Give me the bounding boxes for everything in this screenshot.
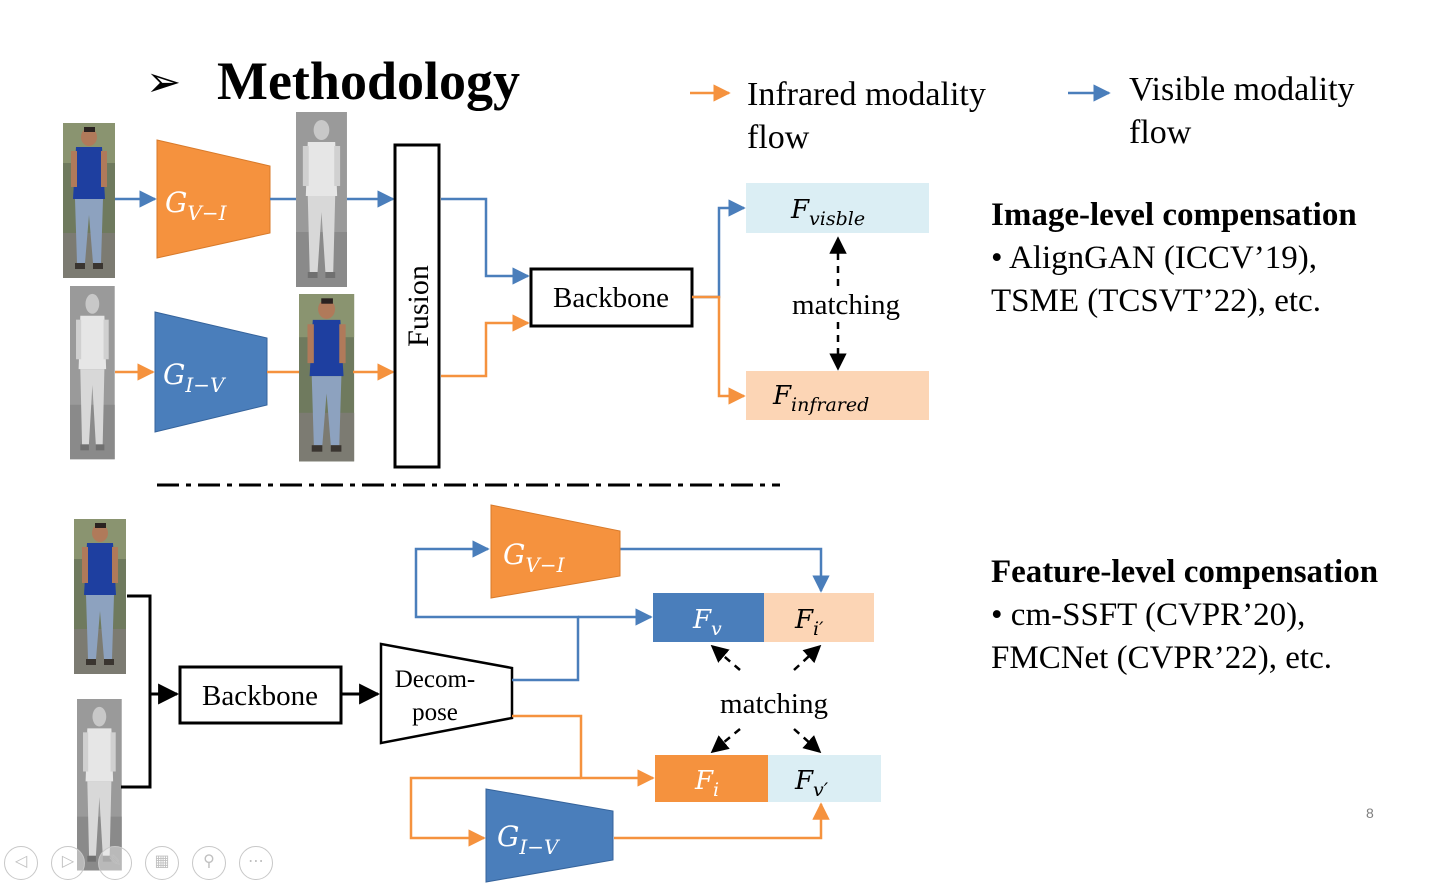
pen-icon[interactable]: ✎	[98, 846, 132, 880]
feature-level-line2: FMCNet (CVPR’22), etc.	[991, 640, 1332, 676]
feature-visible-box	[746, 183, 929, 233]
feature-infrared-box	[746, 371, 929, 420]
legend-infrared-line1: Infrared modality	[747, 76, 986, 113]
bottom-backbone-block	[178, 665, 343, 725]
decompose-block	[379, 642, 514, 745]
feature-i-prime-box	[764, 593, 874, 642]
top-backbone-block	[529, 267, 694, 328]
bottom-visible-input-image	[74, 519, 126, 674]
top-visible-input-image	[63, 123, 115, 278]
page-title: Methodology	[217, 51, 520, 111]
bottom-generator-v-to-i-label: GV−I	[503, 538, 566, 577]
prev-icon[interactable]: ◁	[4, 846, 38, 880]
more-icon[interactable]: ⋯	[239, 846, 273, 880]
top-generator-v-to-i	[156, 139, 271, 259]
feature-v-label: Fv	[692, 605, 722, 640]
image-level-line2: TSME (TCSVT’22), etc.	[991, 283, 1321, 319]
legend-visible-line2: flow	[1129, 114, 1192, 151]
zoom-icon[interactable]: ⚲	[192, 846, 226, 880]
feature-v-prime-box	[768, 755, 881, 802]
feature-level-line1: • cm-SSFT (CVPR’20),	[991, 597, 1306, 633]
top-backbone-label: Backbone	[553, 282, 669, 314]
feature-i-box	[655, 755, 768, 802]
fusion-block	[393, 143, 441, 469]
legend-infrared-label: Infrared modality flow	[747, 73, 986, 159]
image-level-line1: • AlignGAN (ICCV’19),	[991, 240, 1317, 276]
slide-number: 8	[1366, 805, 1374, 821]
slides-grid-icon[interactable]: ▦	[145, 846, 179, 880]
fusion-label: Fusion	[402, 265, 435, 347]
bottom-backbone-label: Backbone	[202, 680, 318, 712]
top-infrared-input-image	[70, 286, 115, 460]
next-icon[interactable]: ▷	[51, 846, 85, 880]
bottom-generator-i-to-v	[485, 788, 614, 883]
bottom-infrared-input-image	[77, 699, 122, 871]
feature-v-box	[653, 593, 764, 642]
image-level-heading: Image-level compensation	[991, 197, 1357, 233]
decompose-label-line2: pose	[412, 699, 458, 726]
top-generator-i-to-v	[154, 311, 268, 433]
legend-visible-label: Visible modality flow	[1129, 68, 1355, 154]
feature-level-heading: Feature-level compensation	[991, 554, 1379, 590]
top-generated-visible-image	[299, 294, 355, 462]
title-bullet-icon: ➢	[146, 60, 181, 106]
legend-infrared-line2: flow	[747, 119, 810, 156]
bottom-generator-v-to-i	[490, 504, 621, 599]
legend-visible-line1: Visible modality	[1129, 71, 1355, 108]
bottom-matching-label: matching	[720, 688, 828, 720]
decompose-label-line1: Decom-	[395, 666, 476, 693]
top-generated-infrared-image	[296, 112, 347, 287]
top-matching-label: matching	[792, 289, 900, 321]
